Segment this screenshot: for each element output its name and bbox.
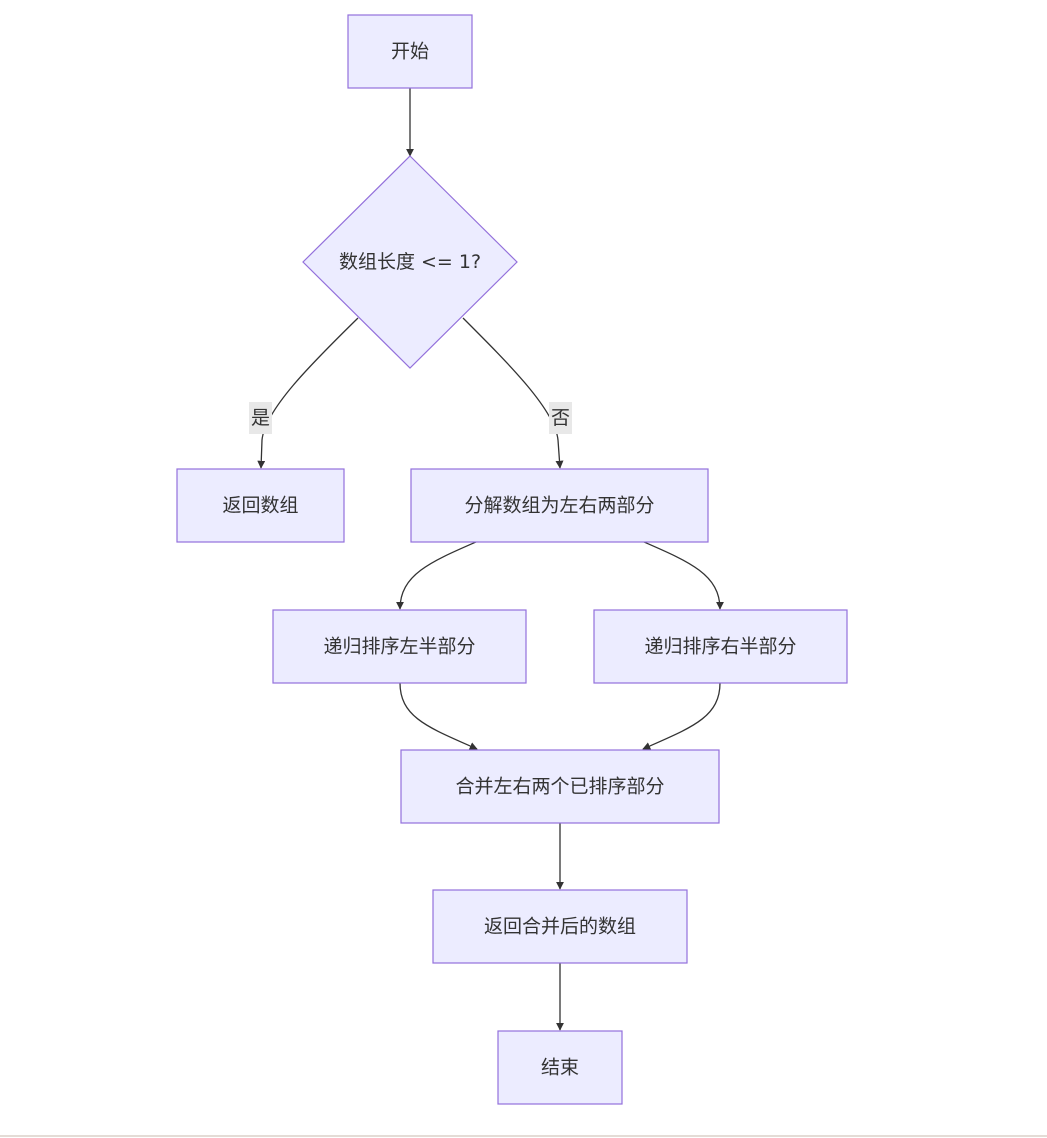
node-return-array-label: 返回数组 xyxy=(222,495,298,517)
edge-label-no-text: 否 xyxy=(551,407,570,429)
node-sort-right: 递归排序右半部分 xyxy=(593,609,848,684)
edge-sort-left-to-merge xyxy=(399,682,478,750)
node-sort-right-label: 递归排序右半部分 xyxy=(644,636,796,658)
bottom-divider xyxy=(0,1135,1047,1137)
edge-label-yes-text: 是 xyxy=(251,407,270,429)
node-check-decision: 数组长度 <= 1? xyxy=(302,155,518,369)
node-split: 分解数组为左右两部分 xyxy=(410,468,709,543)
node-return-merged: 返回合并后的数组 xyxy=(432,889,688,964)
node-return-array: 返回数组 xyxy=(176,468,345,543)
edge-check-to-split xyxy=(462,317,564,469)
node-start: 开始 xyxy=(347,14,473,89)
edge-split-to-sort-left xyxy=(396,541,477,610)
node-end: 结束 xyxy=(497,1030,623,1105)
node-return-merged-label: 返回合并后的数组 xyxy=(484,916,636,938)
edge-sort-right-to-merge xyxy=(642,682,721,750)
edge-label-yes: 是 xyxy=(249,402,272,434)
node-check-label: 数组长度 <= 1? xyxy=(339,251,481,273)
node-merge-label: 合并左右两个已排序部分 xyxy=(455,776,664,798)
edge-check-to-return-array xyxy=(257,317,359,469)
node-sort-left: 递归排序左半部分 xyxy=(272,609,527,684)
node-split-label: 分解数组为左右两部分 xyxy=(464,495,654,517)
node-end-label: 结束 xyxy=(541,1057,579,1079)
edge-split-to-sort-right xyxy=(643,541,724,610)
edge-label-no: 否 xyxy=(549,402,572,434)
edges xyxy=(257,88,724,1031)
node-start-label: 开始 xyxy=(391,41,429,63)
node-merge: 合并左右两个已排序部分 xyxy=(400,749,720,824)
node-sort-left-label: 递归排序左半部分 xyxy=(323,636,475,658)
